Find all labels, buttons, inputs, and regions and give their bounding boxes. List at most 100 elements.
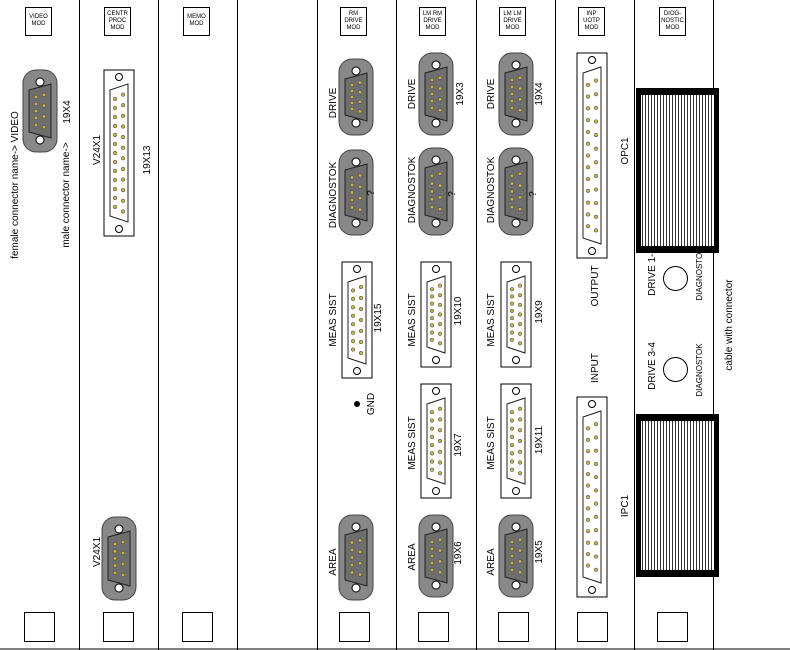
connector-pin bbox=[517, 108, 523, 113]
module-tag-line: MOD bbox=[347, 25, 362, 31]
connector-pin bbox=[517, 331, 523, 336]
connector-pin bbox=[509, 105, 515, 111]
connector-pin bbox=[120, 92, 126, 97]
connector-pin bbox=[437, 341, 443, 346]
module-tag-rm: RM DRIVE MOD bbox=[340, 7, 367, 36]
connector-pin bbox=[585, 460, 591, 465]
connector-pin bbox=[349, 88, 355, 94]
lmlm-meas2-dsub-panel bbox=[500, 383, 532, 499]
connector-pin bbox=[593, 187, 599, 192]
lmrm-meas2-port-label: 19X7 bbox=[453, 433, 464, 457]
connector-pin bbox=[120, 135, 126, 140]
rm-area-dsub bbox=[338, 514, 374, 601]
lmrm-area-label: AREA bbox=[407, 543, 418, 571]
connector-pin bbox=[120, 572, 126, 578]
connector-pin bbox=[349, 540, 355, 545]
connector-pin bbox=[593, 448, 599, 453]
connector-pin bbox=[41, 125, 47, 130]
connector-pin bbox=[585, 472, 591, 477]
connector-pin bbox=[509, 459, 515, 464]
connector-pin bbox=[120, 561, 126, 567]
connector-pin bbox=[112, 177, 118, 183]
connector-pin bbox=[429, 418, 435, 423]
connector-pin bbox=[429, 467, 435, 472]
lmlm-meas2-label: MEAS SIST bbox=[486, 416, 497, 469]
connector-pin bbox=[112, 542, 118, 547]
connector-pin bbox=[349, 547, 355, 553]
opc-label: OPC1 bbox=[620, 137, 631, 165]
connector-pin bbox=[585, 529, 591, 534]
drive12-label: DRIVE 1-2 bbox=[647, 248, 658, 296]
mounting-screw bbox=[511, 218, 521, 228]
lmrm-area-dsub bbox=[418, 514, 454, 598]
lmrm-diagnostok-label: DIAGNOSTOK bbox=[407, 156, 418, 223]
connector-pin bbox=[112, 570, 118, 575]
lmrm-diagnostok-port-label: ? bbox=[447, 191, 458, 197]
connector-pin bbox=[358, 328, 364, 334]
connector-pin bbox=[429, 567, 435, 573]
connector-pin bbox=[112, 186, 118, 192]
connector-pin bbox=[120, 124, 126, 129]
module-tag-lmrm: LM RM DRIVE MOD bbox=[419, 7, 446, 36]
connector-pin bbox=[509, 546, 515, 552]
connector-pin bbox=[33, 94, 39, 100]
connector-pin bbox=[357, 207, 363, 212]
ribbon-cable-ipc bbox=[636, 414, 719, 577]
cpu-upper-female-label: V24X1 bbox=[92, 135, 103, 165]
connector-pin bbox=[429, 189, 435, 194]
module-tag-line: CENTR bbox=[107, 11, 128, 17]
connector-pin bbox=[593, 461, 599, 466]
connector-pin bbox=[517, 449, 523, 454]
connector-pin bbox=[357, 109, 363, 114]
connector-pin bbox=[585, 483, 591, 488]
connector-pin bbox=[429, 197, 435, 202]
diagnostok-socket-drive34 bbox=[663, 357, 688, 382]
connector-pin bbox=[429, 308, 435, 313]
connector-pin bbox=[33, 108, 39, 114]
connector-pin bbox=[593, 146, 599, 151]
connector-pin bbox=[429, 181, 435, 186]
mounting-screw bbox=[512, 387, 520, 395]
connector-pin bbox=[509, 287, 515, 292]
module-tag-line: MOD bbox=[111, 25, 126, 31]
connector-pin bbox=[517, 302, 523, 307]
rm-meas-sist-label: MEAS SIST bbox=[328, 293, 339, 346]
connector-pin bbox=[120, 103, 126, 108]
connector-pin bbox=[349, 182, 355, 188]
connector-pin bbox=[112, 556, 118, 561]
connector-pin bbox=[437, 302, 443, 307]
connector-pin bbox=[112, 159, 118, 165]
connector-pin bbox=[357, 572, 363, 577]
connector-pin bbox=[112, 150, 118, 156]
module-handle-lmlm bbox=[498, 612, 529, 642]
rm-diagnostok-label: DIAGNOSTOK bbox=[328, 161, 339, 228]
mounting-screw bbox=[115, 225, 123, 233]
connector-pin bbox=[517, 548, 523, 553]
legend-male-connector: male connector name-> bbox=[61, 142, 72, 247]
connector-insert bbox=[582, 410, 602, 584]
connector-pin bbox=[593, 567, 599, 572]
connector-insert bbox=[506, 397, 526, 485]
connector-pin bbox=[593, 228, 599, 233]
lmlm-meas1-port-label: 19X9 bbox=[534, 300, 545, 324]
module-tag-line: INP bbox=[586, 11, 596, 17]
connector-pin bbox=[357, 99, 363, 104]
video-port-label: 19X4 bbox=[62, 100, 73, 124]
mounting-screw bbox=[431, 118, 441, 128]
connector-pin bbox=[350, 288, 356, 293]
video-dsub-connector bbox=[22, 69, 58, 153]
connector-insert bbox=[582, 66, 602, 245]
connector-pin bbox=[429, 316, 435, 321]
connector-pin bbox=[437, 312, 443, 317]
connector-pin bbox=[437, 75, 443, 80]
connector-pin bbox=[585, 449, 591, 454]
connector-pin bbox=[349, 190, 355, 195]
mounting-screw bbox=[431, 580, 441, 590]
connector-pin bbox=[593, 422, 599, 427]
connector-pin bbox=[120, 145, 126, 150]
mounting-screw bbox=[588, 56, 596, 64]
connector-pin bbox=[585, 188, 591, 193]
module-tag-line: MEMO bbox=[187, 14, 206, 20]
ipc-dsub-panel bbox=[576, 396, 608, 598]
connector-pin bbox=[585, 552, 591, 557]
